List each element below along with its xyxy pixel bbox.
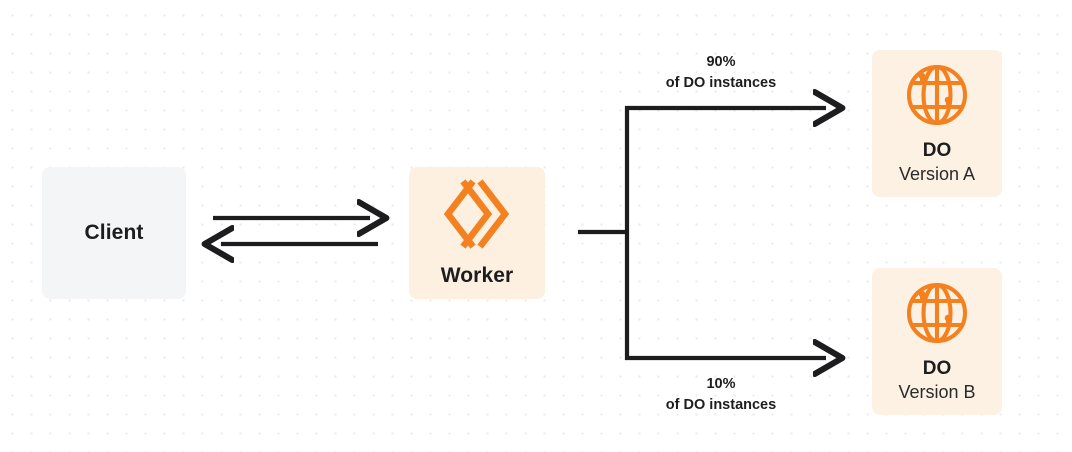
node-do-b-sublabel: Version B xyxy=(898,381,976,402)
edge-label-do-b: 10% of DO instances xyxy=(627,374,815,415)
node-client: Client xyxy=(42,167,186,299)
node-do-a-label: DO xyxy=(922,139,952,161)
globe-icon xyxy=(904,62,970,128)
edge-label-do-a-percent: 90% xyxy=(706,54,736,70)
cloudflare-workers-logo-icon xyxy=(440,178,514,250)
edge-label-do-a: 90% of DO instances xyxy=(627,52,815,93)
node-do-b-label: DO xyxy=(922,357,952,379)
node-do-version-a: DO Version A xyxy=(872,50,1002,197)
globe-icon xyxy=(904,280,970,346)
edge-label-do-a-caption: of DO instances xyxy=(665,74,777,91)
node-do-a-sublabel: Version A xyxy=(898,163,976,184)
node-worker-label: Worker xyxy=(440,263,514,287)
edge-label-do-b-caption: of DO instances xyxy=(665,396,777,413)
node-client-label: Client xyxy=(84,220,144,244)
node-do-version-b: DO Version B xyxy=(872,268,1002,415)
node-worker: Worker xyxy=(409,167,545,299)
edge-label-do-b-percent: 10% xyxy=(706,376,736,392)
